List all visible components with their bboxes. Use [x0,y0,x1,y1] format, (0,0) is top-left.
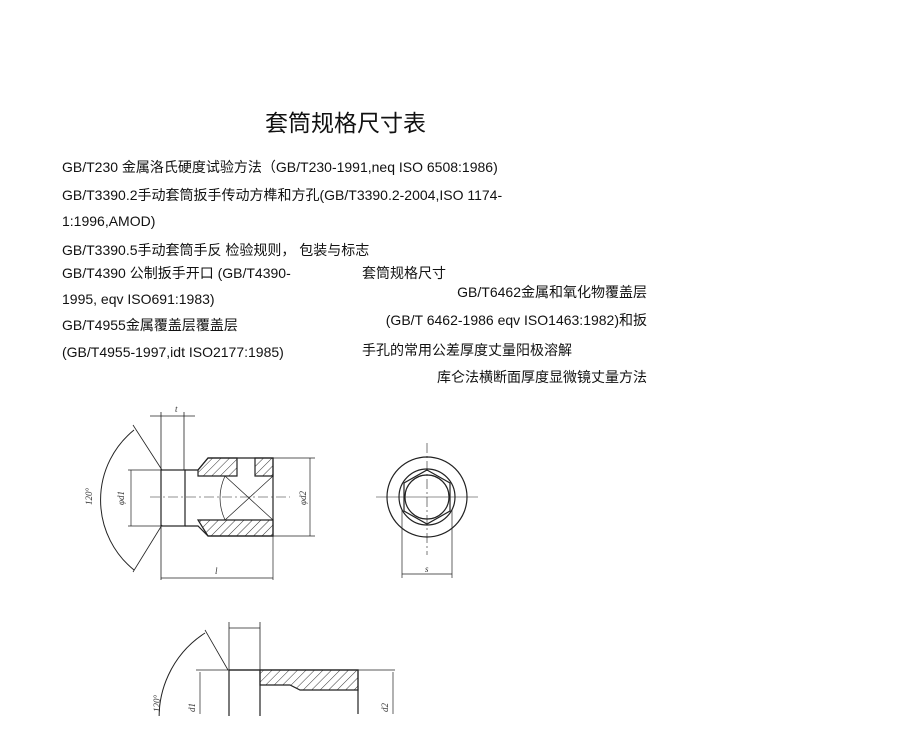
dim-label-d2: φd2 [298,491,308,505]
standard-line: 1:1996,AMOD) [62,213,156,229]
standard-line: GB/T230 金属洛氏硬度试验方法（GB/T230-1991,neq ISO … [62,159,498,175]
dim-label-t: t [175,404,178,414]
socket-end-view-drawing [376,443,478,578]
dim-label-d1: φd1 [116,491,126,505]
standard-line: 套筒规格尺寸 [362,265,446,281]
dim-label-d1-2: d1 [187,703,197,712]
standard-line: GB/T3390.5手动套筒手反 检验规则， 包装与标志 [62,242,370,258]
standard-line: 手孔的常用公差厚度丈量阳极溶解 [362,342,572,358]
dim-label-s: s [425,564,429,574]
dim-label-l: l [215,566,218,576]
standard-line: 库仑法横断面厚度显微镜丈量方法 [437,369,647,385]
standard-line: (GB/T4955-1997,idt ISO2177:1985) [62,344,284,360]
standard-line: GB/T4955金属覆盖层覆盖层 [62,317,238,333]
standard-line: GB/T3390.2手动套筒扳手传动方榫和方孔(GB/T3390.2-2004,… [62,187,503,203]
dim-label-d2-2: d2 [380,703,390,713]
page-title: 套筒规格尺寸表 [265,110,426,136]
angle-label-2: 120° [152,695,162,713]
standard-line: 1995, eqv ISO691:1983) [62,291,215,307]
standard-line: (GB/T 6462-1986 eqv ISO1463:1982)和扳 [385,312,647,328]
socket-side-section-drawing [100,412,315,580]
socket-side-section-drawing-2 [158,622,395,731]
standard-line: GB/T4390 公制扳手开口 (GB/T4390- [62,265,291,281]
standard-line: GB/T6462金属和氧化物覆盖层 [457,284,647,300]
angle-label: 120° [84,488,94,506]
